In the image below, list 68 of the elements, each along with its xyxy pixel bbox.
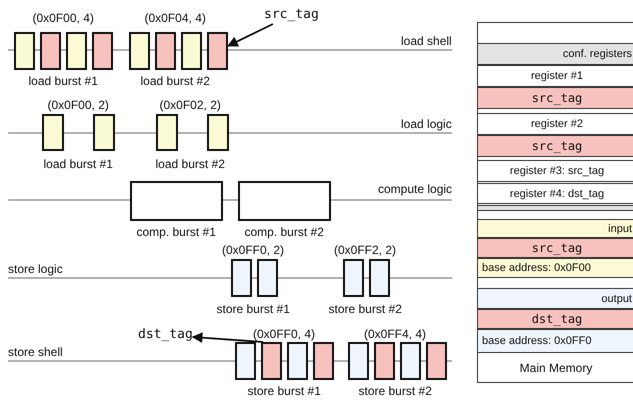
text-label: load burst #1 (28, 74, 98, 88)
burst-block (257, 259, 278, 297)
tag-label: src_tag (264, 6, 319, 24)
burst-block (235, 342, 256, 380)
memory-row: conf. registers (478, 43, 633, 65)
burst-block (231, 259, 252, 297)
text-label: comp. burst #1 (136, 225, 216, 239)
text-label: store burst #1 (216, 302, 290, 316)
address-label: (0x0F00, 4) (32, 11, 94, 25)
memory-row: base address: 0x0FF0 (478, 329, 633, 353)
burst-block (343, 259, 364, 297)
address-label: (0x0F02, 2) (160, 98, 221, 112)
address-label: (0x0FF0, 4) (253, 327, 316, 341)
memory-row: register #1 (478, 65, 633, 87)
text-label: load shell (401, 34, 452, 48)
memory-field: dst_tag (478, 309, 633, 329)
burst-block (207, 114, 229, 151)
burst-block (40, 32, 61, 70)
memory-panel (477, 22, 633, 383)
memory-row: register #2 (478, 113, 633, 135)
burst-block (155, 32, 176, 70)
address-label: (0x0F00, 2) (48, 98, 109, 112)
text-label: store shell (8, 345, 63, 359)
burst-block (93, 114, 115, 151)
burst-block (400, 342, 421, 380)
burst-block (92, 32, 113, 70)
memory-row: register #3: src_tag (478, 160, 633, 182)
arrow (227, 23, 274, 47)
address-label: (0x0F04, 4) (144, 11, 206, 25)
text-label: store burst #2 (358, 384, 432, 398)
text-label: comp. burst #2 (244, 225, 324, 239)
memory-title: Main Memory (518, 361, 594, 375)
address-label: (0x0FF2, 2) (334, 243, 396, 257)
burst-block (129, 32, 150, 70)
text-label: load burst #2 (156, 157, 225, 171)
text-label: store logic (8, 262, 63, 276)
burst-block (261, 342, 282, 380)
burst-block (313, 342, 334, 380)
burst-block (156, 114, 178, 151)
text-label: load burst #1 (44, 157, 113, 171)
address-label: (0x0FF0, 2) (222, 243, 284, 257)
burst-block (369, 259, 390, 297)
burst-block (14, 32, 35, 70)
burst-block (181, 32, 202, 70)
burst-block (207, 32, 228, 70)
memory-row: output (478, 288, 633, 309)
memory-field: src_tag (478, 135, 633, 157)
text-label: load burst #2 (140, 74, 210, 88)
burst-block (287, 342, 308, 380)
tag-label: dst_tag (138, 326, 193, 344)
address-label: (0x0FF4, 4) (364, 327, 426, 341)
text-label: load logic (401, 117, 452, 131)
burst-block (66, 32, 87, 70)
text-label: store burst #2 (328, 302, 402, 316)
burst-block (42, 114, 64, 151)
memory-row: input (478, 219, 633, 238)
burst-block (374, 342, 395, 380)
memory-field: src_tag (478, 87, 633, 109)
memory-row: register #4: dst_tag (478, 183, 633, 204)
text-label: store burst #1 (248, 384, 321, 398)
burst-block (130, 181, 223, 221)
memory-field: src_tag (478, 238, 633, 258)
memory-row: base address: 0x0F00 (478, 258, 633, 278)
text-label: compute logic (378, 182, 452, 196)
burst-block (238, 181, 331, 221)
burst-block (426, 342, 447, 380)
arrow (192, 332, 264, 344)
burst-block (348, 342, 369, 380)
